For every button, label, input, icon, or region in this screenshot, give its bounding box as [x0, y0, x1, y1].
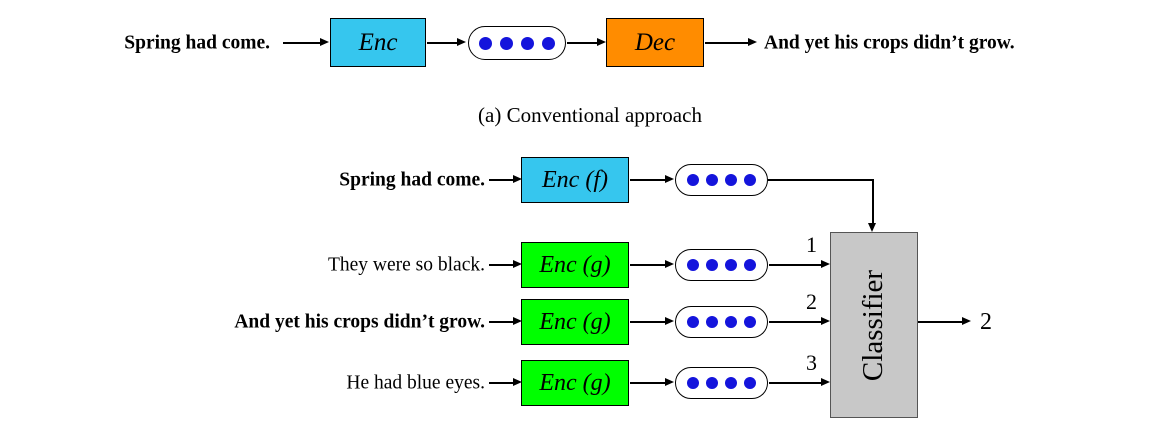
- panel-a-input-sentence: Spring had come.: [124, 32, 270, 54]
- vector-capsule: [468, 26, 566, 60]
- vector-dot: [725, 259, 737, 271]
- vector-dot: [725, 316, 737, 328]
- encoder-box: Enc: [330, 18, 426, 67]
- vector-dots: [684, 259, 760, 271]
- candidate-index-label-2: 2: [806, 289, 817, 314]
- vector-dot: [542, 36, 555, 50]
- panel-a-output-sentence: And yet his crops didn’t grow.: [764, 32, 1015, 54]
- vector-dot: [706, 259, 718, 271]
- vector-dot: [706, 174, 718, 186]
- panel-a-caption: (a) Conventional approach: [478, 103, 702, 127]
- vector-dot: [687, 174, 699, 186]
- classifier-output-label: 2: [980, 309, 992, 335]
- vector-dot: [744, 377, 756, 389]
- vector-dot: [744, 259, 756, 271]
- candidate-vector-capsule-2: [675, 306, 768, 338]
- encoder-f-box: Enc (f): [521, 157, 629, 203]
- encoder-f-label: Enc (f): [542, 167, 608, 193]
- vector-dot: [479, 36, 492, 50]
- decoder-box-label: Dec: [634, 29, 676, 56]
- vector-dot: [725, 174, 737, 186]
- vector-dots: [684, 316, 760, 328]
- encoder-box-label: Enc: [358, 29, 398, 56]
- vector-dot: [725, 377, 737, 389]
- vector-dots: [684, 377, 760, 389]
- encoder-g-label: Enc (g): [539, 252, 611, 278]
- classifier-label: Classifier: [857, 269, 890, 381]
- encoder-g-label: Enc (g): [539, 309, 611, 335]
- encoder-g-box-1: Enc (g): [521, 242, 629, 288]
- candidate-row-1-sentence: They were so black.: [327, 254, 485, 276]
- vector-dot: [687, 316, 699, 328]
- candidate-row-2-sentence: And yet his crops didn’t grow.: [234, 311, 485, 333]
- vector-dot: [706, 377, 718, 389]
- candidate-index-label-1: 1: [806, 232, 817, 257]
- candidate-vector-capsule-1: [675, 249, 768, 281]
- decoder-box: Dec: [606, 18, 704, 67]
- vector-dot: [706, 316, 718, 328]
- candidate-row-3-sentence: He had blue eyes.: [346, 372, 485, 394]
- connector-context-to-classifier: [768, 179, 878, 237]
- vector-dot: [521, 36, 534, 50]
- vector-dots: [684, 174, 760, 186]
- encoder-g-box-2: Enc (g): [521, 299, 629, 345]
- context-row-sentence: Spring had come.: [339, 169, 485, 191]
- context-vector-capsule: [675, 164, 768, 196]
- vector-dot: [500, 36, 513, 50]
- vector-dot: [687, 377, 699, 389]
- encoder-g-label: Enc (g): [539, 370, 611, 396]
- vector-dots: [475, 36, 559, 50]
- candidate-index-label-3: 3: [806, 350, 817, 375]
- vector-dot: [744, 174, 756, 186]
- classifier-box: Classifier: [830, 232, 918, 418]
- candidate-vector-capsule-3: [675, 367, 768, 399]
- encoder-g-box-3: Enc (g): [521, 360, 629, 406]
- vector-dot: [744, 316, 756, 328]
- vector-dot: [687, 259, 699, 271]
